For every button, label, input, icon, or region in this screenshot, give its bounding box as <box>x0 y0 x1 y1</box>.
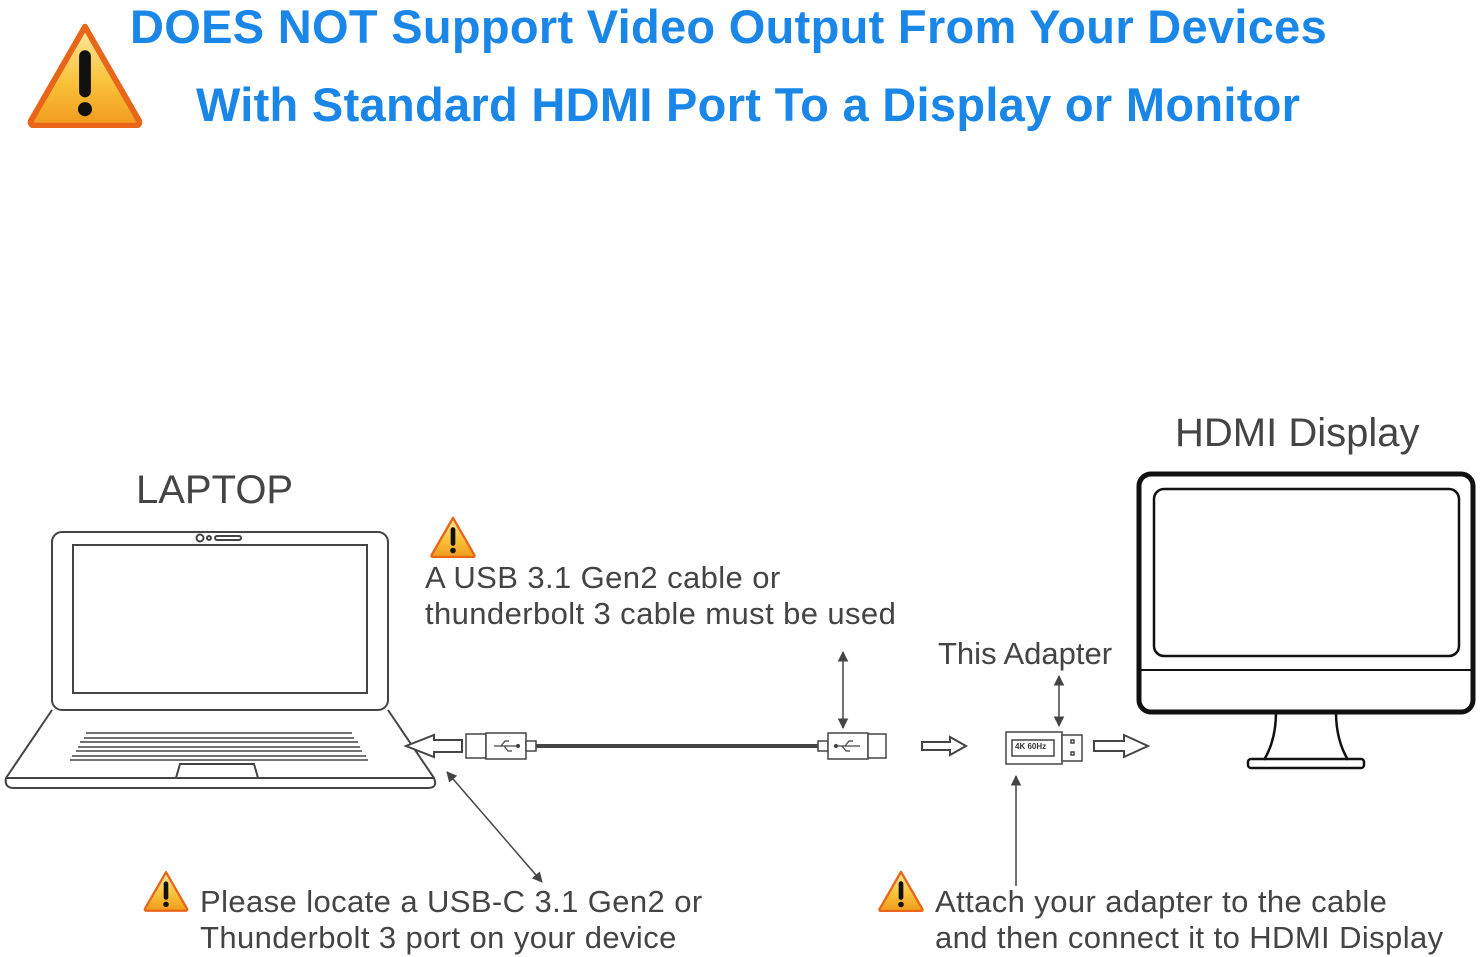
usb-c-cable <box>465 732 887 760</box>
display-label: HDMI Display <box>1175 411 1420 455</box>
laptop-label: LAPTOP <box>136 468 294 512</box>
pointer-lines <box>446 650 1065 886</box>
attach-note: Attach your adapter to the cable and the… <box>935 884 1444 956</box>
attach-note-line-1: Attach your adapter to the cable <box>935 884 1388 919</box>
monitor-illustration <box>1136 471 1476 770</box>
headline-line-2: With Standard HDMI Port To a Display or … <box>196 78 1301 131</box>
warning-triangle-icon <box>430 516 476 558</box>
arrow-to-display <box>1093 733 1151 759</box>
warning-triangle-icon <box>31 27 140 126</box>
port-note: Please locate a USB-C 3.1 Gen2 or Thunde… <box>200 884 703 956</box>
adapter-badge: 4K 60Hz <box>1015 742 1047 751</box>
port-note-line-2: Thunderbolt 3 port on your device <box>200 920 677 955</box>
hdmi-adapter <box>1005 731 1083 765</box>
arrow-to-adapter <box>921 735 969 757</box>
cable-note-line-2: thunderbolt 3 cable must be used <box>425 596 897 631</box>
laptop-illustration <box>4 531 437 789</box>
usb-icon <box>494 740 860 752</box>
warning-triangle-icon <box>143 870 189 912</box>
headline-line-1: DOES NOT Support Video Output From Your … <box>130 0 1328 53</box>
cable-note-line-1: A USB 3.1 Gen2 cable or <box>425 560 781 595</box>
warning-triangle-icon <box>878 870 924 912</box>
adapter-label: This Adapter <box>938 636 1113 671</box>
port-note-line-1: Please locate a USB-C 3.1 Gen2 or <box>200 884 703 919</box>
arrow-to-laptop <box>403 733 463 759</box>
attach-note-line-2: and then connect it to HDMI Display <box>935 920 1444 955</box>
cable-note: A USB 3.1 Gen2 cable or thunderbolt 3 ca… <box>425 560 896 632</box>
